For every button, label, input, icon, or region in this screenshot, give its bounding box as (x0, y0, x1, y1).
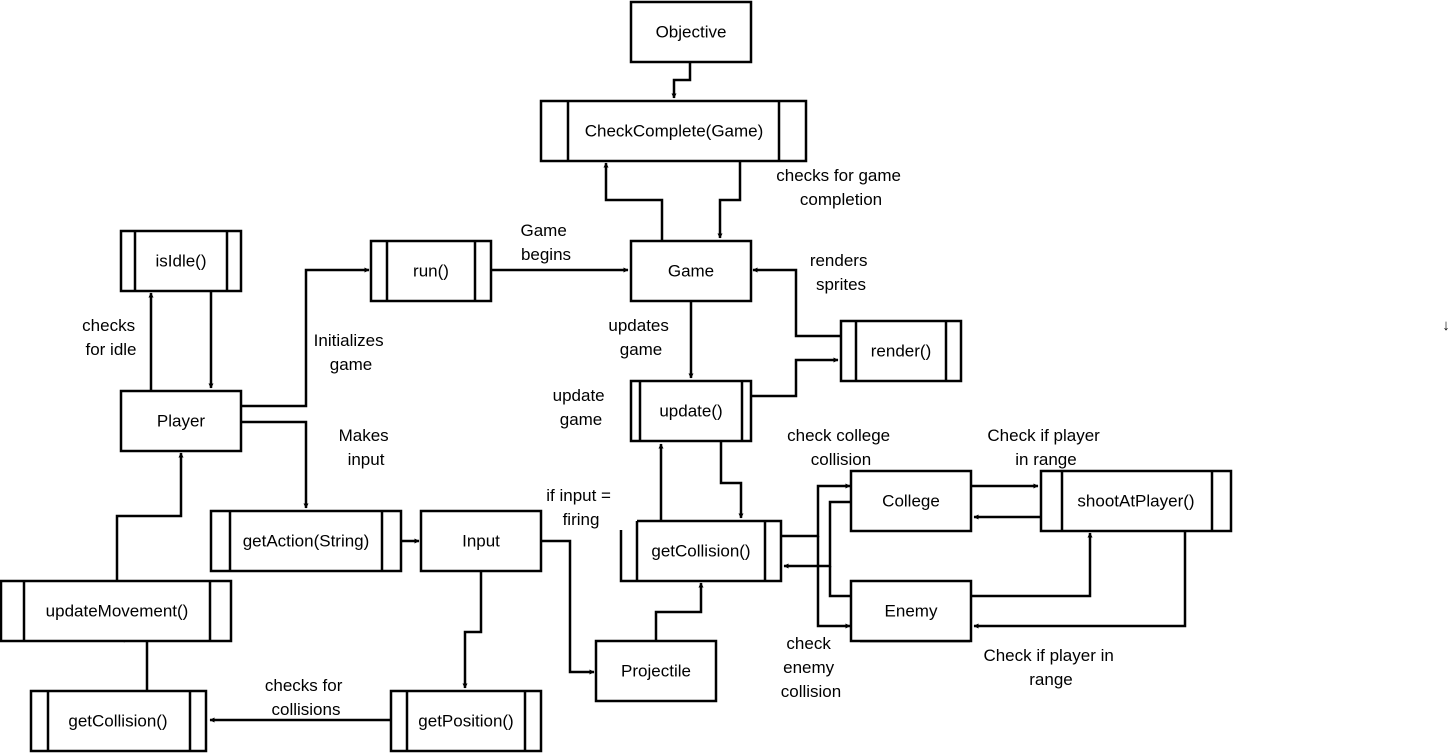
node-run: run() (369, 239, 493, 303)
node-college-label: College (882, 492, 940, 511)
edge-enemy-to-getcollision (828, 566, 850, 598)
edge-objective-to-checkcomplete (671, 62, 692, 99)
node-checkcomplete: CheckComplete(Game) (539, 99, 808, 163)
label-check-player-range-bottom: Check if player in range (983, 646, 1118, 689)
edge-player-to-run (241, 267, 370, 408)
label-checks-for-collisions: checks for collisions (265, 676, 347, 719)
label-if-input-firing: if input = firing (546, 486, 615, 529)
label-update-game: update game (553, 386, 610, 429)
label-check-enemy-collision: check enemy collision (781, 634, 841, 701)
edge-getcollision-to-enemy (816, 536, 851, 629)
node-isidle: isIdle() (119, 229, 243, 293)
node-getcollision-main-label: getCollision() (651, 542, 750, 561)
label-checks-game-completion: checks for game completion (776, 166, 905, 209)
edge-labels: checks for game completion Game begins r… (82, 166, 1450, 719)
node-updatemovement-label: updateMovement() (46, 602, 189, 621)
node-getposition-label: getPosition() (418, 712, 513, 731)
node-run-label: run() (413, 262, 449, 281)
label-check-player-range-top: Check if player in range (987, 426, 1104, 469)
label-makes-input: Makes input (339, 426, 394, 469)
node-player: Player (119, 389, 243, 453)
node-input: Input (419, 509, 543, 573)
node-updatemovement: updateMovement() (0, 579, 233, 643)
edge-checkcomplete-to-game (717, 162, 742, 239)
label-updates-game: updates game (608, 316, 673, 359)
edge-update-to-render (752, 357, 839, 398)
node-getcollision-player: getCollision() (29, 689, 208, 753)
edge-college-to-getcollision (783, 500, 850, 569)
node-update-label: update() (659, 402, 722, 421)
node-game-label: Game (668, 262, 714, 281)
node-college: College (849, 469, 973, 533)
label-initializes-game: Initializes game (314, 331, 389, 374)
node-game: Game (629, 239, 753, 303)
node-objective-label: Objective (656, 23, 727, 42)
node-render-label: render() (871, 342, 931, 361)
edge-render-to-game (752, 267, 840, 338)
edge-input-to-projectile (541, 539, 595, 675)
node-isidle-label: isIdle() (155, 252, 206, 271)
node-objective: Objective (629, 0, 753, 64)
node-projectile: Projectile (594, 639, 718, 703)
edge-getcollision-to-college (782, 483, 851, 538)
label-check-college-collision: check college collision (787, 426, 895, 469)
edge-updatemovement-to-player (115, 452, 184, 580)
node-getcollision-main: getCollision() (619, 519, 783, 583)
node-getaction: getAction(String) (209, 509, 403, 573)
node-projectile-label: Projectile (621, 662, 691, 681)
edge-player-to-getaction (241, 420, 309, 509)
edge-update-to-getcollision (719, 442, 744, 519)
edge-projectile-to-getcollision (654, 582, 704, 640)
label-renders-sprites: renders sprites (810, 251, 872, 294)
edge-game-to-checkcomplete (603, 162, 664, 240)
node-update: update() (629, 379, 753, 443)
node-render: render() (839, 319, 963, 383)
stray-down-arrow-icon: ↓ (1442, 317, 1450, 334)
edge-input-to-getposition (462, 571, 483, 689)
node-shootatplayer: shootAtPlayer() (1039, 469, 1233, 533)
edge-getcollision-to-updatemovement (119, 637, 149, 690)
node-getaction-label: getAction(String) (243, 532, 370, 551)
edge-shoot-to-enemy (973, 531, 1187, 629)
label-game-begins: Game begins (520, 221, 571, 264)
label-checks-for-idle: checks for idle (82, 316, 140, 359)
node-player-label: Player (157, 412, 206, 431)
node-shootatplayer-label: shootAtPlayer() (1077, 492, 1194, 511)
node-enemy-label: Enemy (885, 602, 938, 621)
node-getcollision-player-label: getCollision() (68, 712, 167, 731)
node-checkcomplete-label: CheckComplete(Game) (585, 122, 764, 141)
node-enemy: Enemy (849, 579, 973, 643)
node-input-label: Input (462, 532, 500, 551)
node-getposition: getPosition() (389, 689, 543, 753)
edge-enemy-to-shoot (971, 532, 1093, 598)
